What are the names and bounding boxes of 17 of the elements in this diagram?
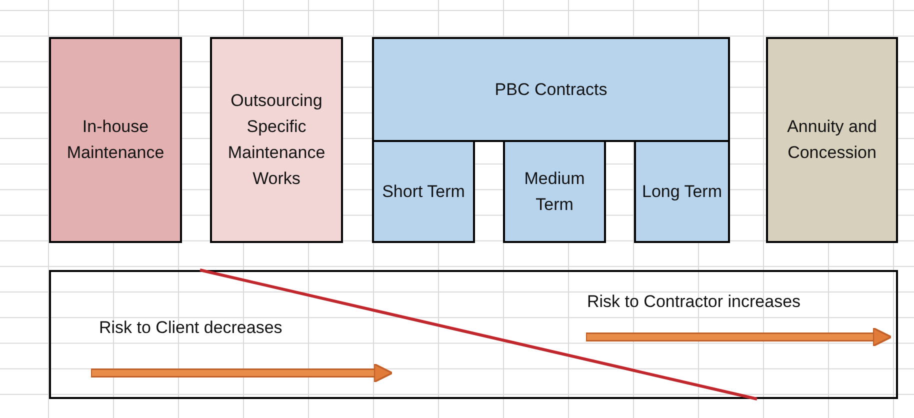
arrow-caption: Risk to Client decreases (99, 317, 282, 339)
subcategory-box (503, 140, 606, 243)
category-box (766, 37, 898, 243)
box-label: In-house Maintenance (66, 116, 166, 164)
category-box (49, 37, 182, 243)
box-label: Long Term (642, 180, 722, 202)
subcategory-box (372, 140, 475, 243)
arrow-caption: Risk to Contractor increases (587, 291, 801, 313)
box-label: Short Term (382, 180, 465, 202)
category-box (210, 37, 343, 243)
subcategory-box (634, 140, 730, 243)
risk-panel (49, 270, 898, 399)
box-label: Medium Term (523, 168, 586, 216)
box-label: PBC Contracts (494, 78, 608, 100)
box-label: Outsourcing Specific Maintenance Works (226, 90, 326, 190)
box-label: Annuity and Concession (786, 116, 878, 164)
category-header-box (372, 37, 730, 142)
